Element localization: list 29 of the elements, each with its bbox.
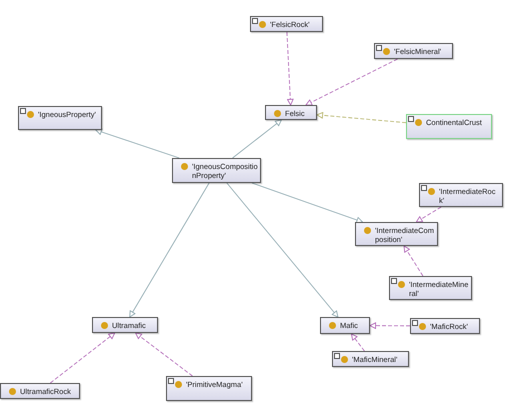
connector (252, 182, 363, 224)
class-box (166, 376, 252, 401)
connector (129, 182, 210, 318)
class-box (92, 317, 158, 333)
connector (135, 332, 193, 376)
connector (306, 58, 398, 106)
class-box (374, 43, 453, 59)
connector (370, 322, 410, 329)
class-box (265, 105, 317, 120)
class-box (419, 183, 503, 207)
class-box (172, 158, 261, 183)
class-box (250, 16, 323, 32)
class-box (406, 114, 492, 139)
class-box (320, 317, 370, 334)
class-box (0, 383, 80, 399)
class-box (332, 351, 409, 367)
connector (286, 32, 294, 106)
connector (351, 334, 365, 352)
connector (404, 246, 424, 276)
connector (316, 112, 406, 124)
connector (95, 128, 180, 158)
connector (232, 120, 282, 158)
class-box (355, 222, 438, 246)
connector (226, 182, 338, 318)
class-box (18, 106, 102, 130)
class-box (389, 276, 472, 300)
connector (50, 332, 116, 384)
connector (416, 206, 442, 222)
class-box (410, 318, 480, 334)
